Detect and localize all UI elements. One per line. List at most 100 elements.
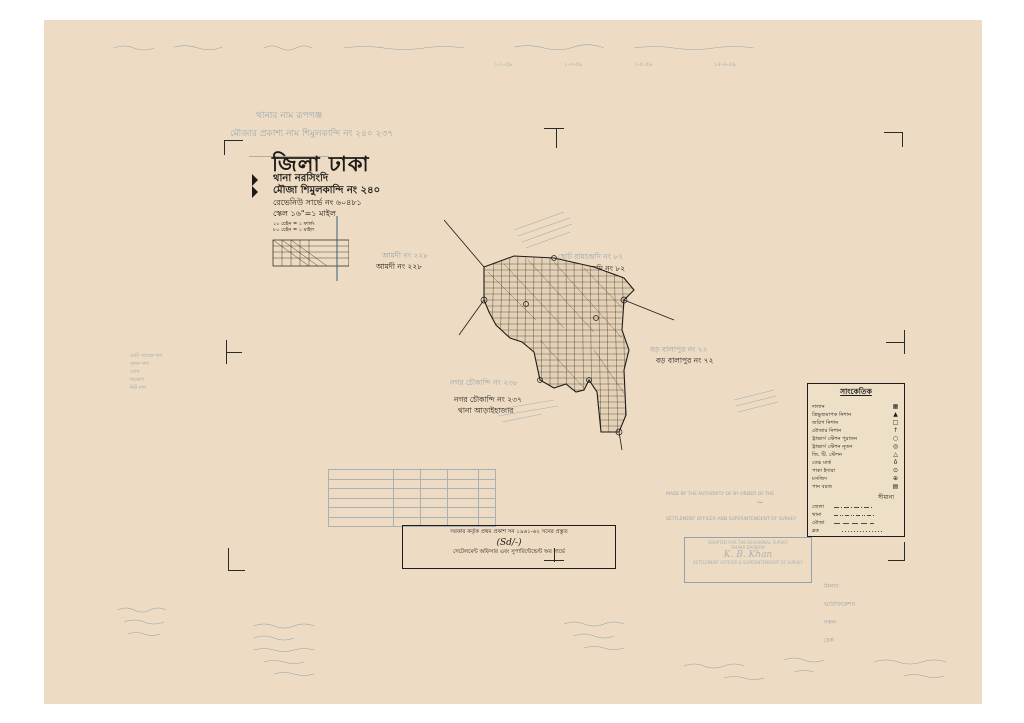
note-line: নকল [824,619,837,626]
legend-boundary-item: ব্লক [808,527,904,535]
legend-title: সাংকেতিক [840,387,872,396]
stamp-line-1: সরকার কর্তৃক প্রথম প্রকাশ সন ১৯৬১-৬২ সনে… [450,529,568,535]
stamp-line-3: সেটেলমেন্ট অফিসার এবং সুপারিন্টেন্ডেন্ট … [452,549,566,555]
arrow-marker [252,186,258,198]
crop-mark [228,548,245,571]
note-line: নূতন দাগ [130,361,149,367]
legend-boundary-item: জেলা [808,503,904,511]
crop-mark [554,548,556,562]
crop-mark [556,128,558,148]
left-margin-notes: মোট সাবেক দাগ নূতন দাগ যোগ বিয়োগ নিট দা… [130,352,200,412]
mouza-name: মৌজা শিমুলকান্দি নং ২৪০ [273,185,381,196]
crop-mark [884,132,903,147]
legend-boundaries: জেলা থানা মৌজা ব্লক [808,503,904,535]
legend-items: দালান▦ ত্রিভুজমাপক নিশান▲ জরিপ নিশান□ মৌ… [808,403,904,491]
mouza-mark-icon: ↑ [892,427,899,434]
crop-mark [886,342,904,344]
legend-label: ট্রাভার্স স্টেশন পুরাতন [812,436,858,442]
legend-item: পাকা ইদারা ⊙ [808,467,904,475]
neighbor-west: আমদী নং ২২৮ [376,262,423,271]
block-boundary-symbol [842,531,882,532]
mosque-icon: ⊕ [892,475,899,482]
legend-label: জেলা [812,504,825,510]
legend-item: ট্রাভার্স স্টেশন পুরাতন ○ [808,435,904,443]
legend-boundary-item: থানা [808,511,904,519]
scale-bar [272,216,349,281]
date-2: ১-৩-৫৯ [564,62,583,68]
bottom-scribbles [117,607,947,680]
neighbor-south: নগর চৌকান্দি নং ২৩৭ [454,395,522,404]
top-dates: ১-১-৫৯ ১-৩-৫৯ ১-৫-৫৯ ১৫-৬-৫৯ [284,62,784,72]
arrow-marker [252,174,258,186]
adjacent-thana: থানা আড়াইহাজার [458,406,514,415]
note-line: মোট সাবেক দাগ [130,353,163,359]
crop-mark [224,140,243,155]
legend-item: পান বরজ ▤ [808,483,904,491]
map-sheet: ১-১-৫৯ ১-৩-৫৯ ১-৫-৫৯ ১৫-৬-৫৯ থানার নাম র… [44,20,982,704]
legend-label: মৌজা [812,520,825,526]
legend-label: মসজিদ [812,476,828,482]
boundary-line [623,299,675,321]
old-station-icon: ○ [892,435,899,442]
mouza-map [444,220,675,450]
faint-annotation-row [114,42,814,54]
title-decoration [249,156,349,281]
legend-label: ত্রিভুজমাপক নিশান [812,412,852,418]
right-margin-notes: মিলান ভারিফিকেশন নকল চেক [824,578,924,658]
note-line: বিয়োগ [130,377,144,383]
legend-label: পান বরজ [812,484,833,490]
district-boundary-symbol [834,507,874,508]
crop-mark [890,330,905,354]
map-legend: সাংকেতিক দালান▦ ত্রিভুজমাপক নিশান▲ জরিপ … [807,383,905,537]
legend-item: জরিপ নিশান □ [808,419,904,427]
faint-neighbor-east: বড় বালাপুর নং ৭২ [650,345,708,354]
legend-label: জি. টি. স্টেশন [812,452,843,458]
well-icon: ⊙ [892,467,899,474]
legend-label: দালান [812,404,825,410]
legend-label: মৌজার নিশান [812,428,842,434]
faint-thana-line: থানার নাম রূপগঞ্জ [256,111,323,121]
thana-boundary-symbol [834,515,874,516]
crop-mark [226,352,242,354]
legend-label: পাকা ইদারা [812,468,836,474]
betel-garden-icon: ▤ [892,483,899,490]
legend-label: থানা [812,512,822,518]
adopted-box: ADOPTED FOR THE REVISIONAL SURVEY DHAKA … [684,537,812,583]
mouza-boundary-symbol [834,523,874,524]
faint-neighbor-west: আমদী নং ২২৮ [382,251,429,260]
traverse-stations [480,255,628,436]
bench-mark-icon: ô [893,459,898,466]
adopted-line-1: ADOPTED FOR THE REVISIONAL SURVEY [707,540,789,545]
note-line: যোগ [130,369,140,375]
legend-label: ট্রাভার্স স্টেশন নূতন [812,444,853,450]
faint-plot-table [328,469,496,527]
legend-label: জরিপ নিশান [812,420,839,426]
legend-item: বেঞ্চ মার্ক ô [808,459,904,467]
adopted-line-2: DHAKA DIVISION [731,545,765,550]
legend-boundary-subhead: সীমানা [877,494,894,501]
boundary-line [458,299,485,336]
legend-item: ট্রাভার্স স্টেশন নূতন ◎ [808,443,904,451]
note-line: মিলান [824,583,839,590]
note-line: চেক [824,637,834,644]
legend-item: মসজিদ ⊕ [808,475,904,483]
new-station-icon: ◎ [892,443,899,450]
survey-mark-icon: □ [892,419,899,426]
revenue-survey-number: রেভেনিউ সার্ভে নং ৬০৪৮১ [273,198,362,207]
scale-note-1: ১০ চেইন = ১ ফার্লং [273,221,315,227]
faint-neighbor-north: ছোট রামচন্দ্রদি নং ৮২ [558,252,624,261]
note-line: ভারিফিকেশন [824,601,856,608]
legend-boundary-item: মৌজা [808,519,904,527]
gt-station-icon: △ [893,451,898,458]
date-4: ১৫-৬-৫৯ [714,62,736,68]
note-line: নিট দাগ [130,385,147,391]
faint-scribble [114,44,755,51]
faint-mouza-line: মৌজার প্রকাশ্য নাম শিমুলকান্দি নং ২৪০ ২৩… [230,129,394,139]
legend-label: বেঞ্চ মার্ক [812,460,832,466]
thana-name: থানা নরসিংদি [273,173,329,184]
map-scale: স্কেল ১৬"=১ মাইল [273,209,336,218]
stamp-signature: (Sd/-) [496,538,522,548]
publication-stamp: সরকার কর্তৃক প্রথম প্রকাশ সন ১৯৬১-৬২ সনে… [402,525,616,569]
legend-item: দালান▦ [808,403,904,411]
scale-note-2: ৮০ চেইন = ১ মাইল [273,227,315,233]
